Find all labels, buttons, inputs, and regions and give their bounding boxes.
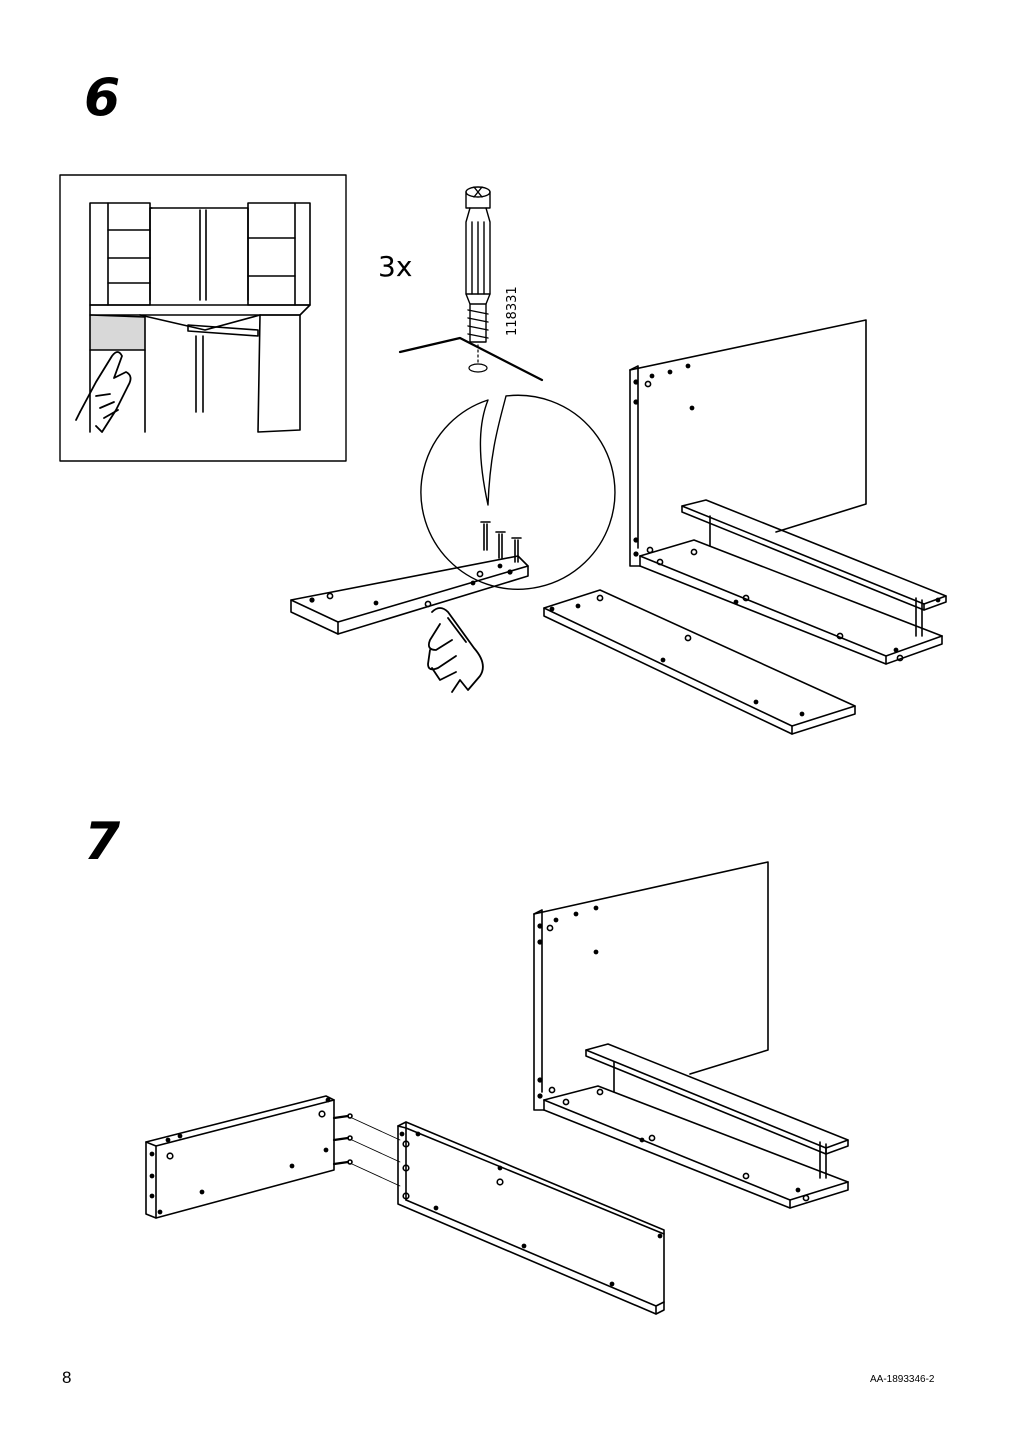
magnifier-callout-icon <box>398 336 616 590</box>
long-board <box>543 589 856 735</box>
document-code: AA-1893346-2 <box>870 1374 935 1385</box>
desk-overview-panel <box>59 174 347 462</box>
rail-board-small <box>290 521 529 635</box>
quantity-label: 3x <box>378 250 412 283</box>
assembly-guide-lines <box>351 1117 401 1187</box>
rail-board-left <box>145 1095 353 1219</box>
hand-pointing-icon <box>75 351 132 433</box>
long-board-step7 <box>397 1121 665 1315</box>
page-number: 8 <box>62 1368 72 1387</box>
part-number-label: 118331 <box>505 286 520 336</box>
side-panel-assembly <box>629 319 947 665</box>
highlighted-rail <box>89 314 146 351</box>
hand-pointing-icon <box>427 607 484 693</box>
step-7-number: 7 <box>84 812 121 872</box>
dowel-icon <box>465 186 491 343</box>
side-panel-assembly-step7 <box>533 861 849 1209</box>
step-6-number: 6 <box>84 68 121 128</box>
